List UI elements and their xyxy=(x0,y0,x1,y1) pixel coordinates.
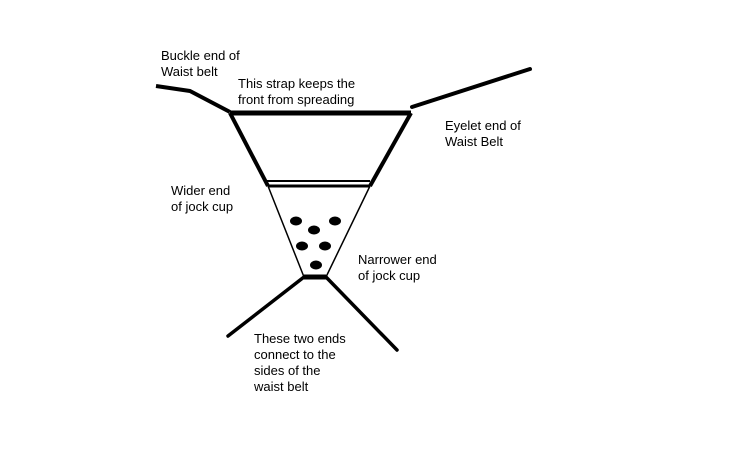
cup-left-side-line xyxy=(267,185,305,278)
narrower-end-label-line: Narrower end xyxy=(358,252,437,267)
wider-end-label-line: Wider end xyxy=(171,183,231,198)
upper-left-side-line xyxy=(228,112,270,187)
left-leg-strap-line xyxy=(226,275,306,338)
cup-hole-dot xyxy=(310,260,322,270)
strap-label-line: This strap keeps the xyxy=(238,76,356,91)
buckle-end-label-line: Waist belt xyxy=(161,64,218,79)
cup-hole-dot xyxy=(319,241,331,251)
connecting-ends-label-line: connect to the xyxy=(254,347,336,362)
eyelet-end-label-line: Waist Belt xyxy=(445,134,504,149)
connecting-ends-label: These two ends connect to the sides of t… xyxy=(254,331,346,395)
buckle-end-label-line: Buckle end of xyxy=(161,48,240,63)
connecting-ends-label-line: These two ends xyxy=(254,331,346,346)
right-leg-strap-line xyxy=(324,275,399,352)
upper-right-side-line xyxy=(368,112,413,187)
strap-label: This strap keeps the front from spreadin… xyxy=(238,76,355,108)
cup-hole-dot xyxy=(308,225,320,235)
cup-hole-dot xyxy=(329,216,341,226)
eyelet-end-label-line: Eyelet end of xyxy=(445,118,521,133)
wider-end-label-line: of jock cup xyxy=(171,199,234,214)
cup-hole-dot xyxy=(290,216,302,226)
narrower-end-label-line: of jock cup xyxy=(358,268,421,283)
eyelet-end-label: Eyelet end of Waist Belt xyxy=(445,118,521,150)
cup-hole-dot xyxy=(296,241,308,251)
connecting-ends-label-line: waist belt xyxy=(254,379,309,394)
cup-right-side-line xyxy=(325,185,371,278)
eyelet-end-belt-line xyxy=(410,67,532,109)
narrower-end-label: Narrower end of jock cup xyxy=(358,252,437,284)
wider-end-label: Wider end of jock cup xyxy=(171,183,233,215)
connecting-ends-label-line: sides of the xyxy=(254,363,321,378)
buckle-end-label: Buckle end of Waist belt xyxy=(161,48,240,80)
buckle-end-belt-line xyxy=(155,84,231,114)
strap-label-line: front from spreading xyxy=(238,92,355,107)
